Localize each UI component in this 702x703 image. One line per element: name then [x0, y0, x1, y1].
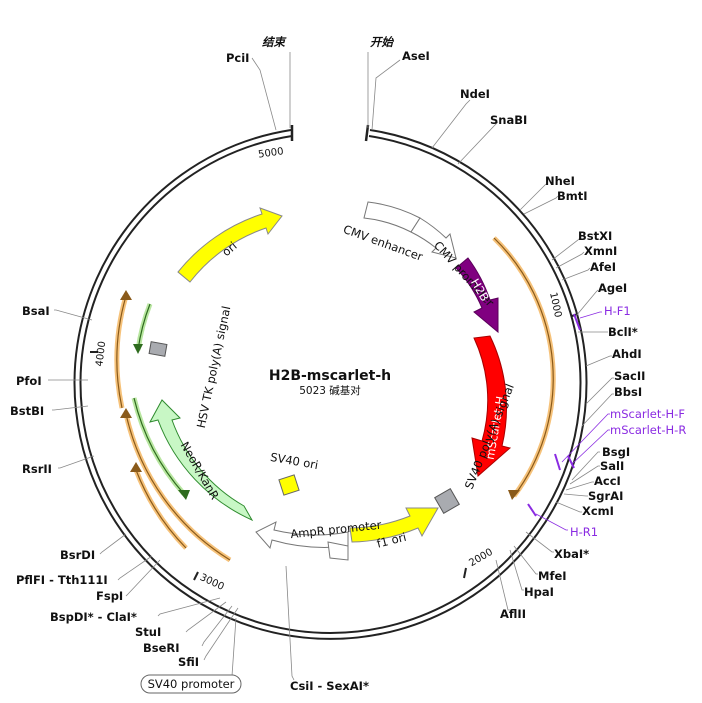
site-bsai: BsaI — [22, 304, 50, 318]
track-left-green-1 — [135, 303, 153, 351]
site-rsrii: RsrII — [22, 462, 52, 476]
origin-label-end: 结束 — [262, 35, 287, 49]
origin-label-start: 开始 — [370, 35, 394, 49]
features — [148, 201, 512, 561]
feature-cmv-enhancer — [363, 201, 421, 233]
site-sacii: SacII — [614, 369, 645, 383]
site-bcli: BclI* — [608, 325, 638, 339]
track-mscarlet-cds-core — [493, 237, 554, 497]
site-sali: SalI — [600, 459, 624, 473]
restriction-sites: AseI NdeI SnaBI NheI BmtI BstXI XmnI Afe… — [10, 49, 645, 693]
tick-2000: 2000 — [467, 547, 495, 569]
primer-marks — [527, 313, 581, 517]
site-mfei: MfeI — [538, 569, 567, 583]
track-mscarlet-arrowhead — [508, 490, 520, 500]
site-stui: StuI — [135, 625, 161, 639]
annotation-tracks — [114, 236, 556, 563]
primers: H-F1 mScarlet-H-F mScarlet-H-R H-R1 — [570, 304, 686, 539]
feature-ampr-promoter-small — [327, 541, 349, 561]
plasmid-title: H2B-mscarlet-h — [269, 368, 391, 384]
site-bbsi: BbsI — [614, 385, 642, 399]
primer-mscarlet-h-r: mScarlet-H-R — [610, 423, 686, 437]
site-fspi: FspI — [96, 589, 123, 603]
primer-leaders — [535, 311, 610, 531]
site-sfii: SfiI — [178, 655, 199, 669]
tick-1000: 1000 — [547, 291, 563, 318]
feature-mscarlet-h — [471, 335, 512, 477]
feature-h2b — [455, 257, 499, 334]
site-xmni: XmnI — [584, 244, 617, 258]
site-xbai: XbaI* — [554, 547, 589, 561]
site-pcii: PciI — [226, 51, 249, 65]
site-csii-sexai: CsiI - SexAI* — [290, 679, 369, 693]
feature-sv40-polya — [434, 488, 460, 514]
site-aflii: AflII — [500, 607, 526, 621]
site-nhei: NheI — [545, 174, 575, 188]
site-agei: AgeI — [598, 281, 627, 295]
label-hsv-tk-polya: HSV TK poly(A) signal — [194, 305, 234, 430]
site-leaders — [48, 57, 614, 681]
tick-3000: 3000 — [198, 572, 226, 593]
plasmid-size: 5023 碱基对 — [299, 384, 361, 397]
site-hpai: HpaI — [524, 585, 554, 599]
primer-h-f1: H-F1 — [604, 304, 631, 318]
site-acci: AccI — [594, 474, 621, 488]
site-bstbi: BstBI — [10, 404, 44, 418]
site-bmti: BmtI — [557, 189, 588, 203]
feature-ampr-promoter — [255, 521, 349, 550]
label-sv40-ori: SV40 ori — [269, 450, 319, 472]
sv40-promoter-label: SV40 promoter — [148, 677, 235, 691]
feature-sv40-ori — [278, 474, 300, 496]
feature-f1-ori — [349, 507, 439, 543]
site-ndei: NdeI — [460, 87, 490, 101]
backbone-inner — [79, 135, 582, 635]
site-bsrdi: BsrDI — [60, 548, 95, 562]
site-bsgi: BsgI — [602, 445, 630, 459]
track-mscarlet-cds — [492, 236, 556, 498]
feature-hsv-tk-polya — [148, 341, 168, 357]
site-asei: AseI — [402, 49, 430, 63]
site-pfoi: PfoI — [16, 374, 42, 388]
site-pflfi-tth111i: PflFI - Tth111I — [16, 573, 108, 587]
site-xcmi: XcmI — [582, 504, 614, 518]
sv40-promoter-callout: SV40 promoter — [140, 674, 242, 694]
site-snabi: SnaBI — [490, 113, 527, 127]
site-bspdi-clai: BspDI* - ClaI* — [50, 610, 137, 624]
site-bseri: BseRI — [143, 641, 180, 655]
tick-5000: 5000 — [258, 146, 285, 160]
site-sgrai: SgrAI — [588, 489, 623, 503]
backbone-outer — [73, 129, 588, 640]
tick-4000: 4000 — [94, 341, 108, 368]
site-afei: AfeI — [590, 260, 616, 274]
site-bstxi: BstXI — [578, 229, 612, 243]
track-left-orange-3 — [133, 469, 188, 550]
primer-mscarlet-h-f: mScarlet-H-F — [610, 407, 685, 421]
primer-h-r1: H-R1 — [570, 525, 598, 539]
site-ahdi: AhdI — [612, 347, 642, 361]
feature-cmv-promoter — [410, 217, 457, 259]
sv40-promoter-box — [140, 674, 242, 694]
feature-ori — [177, 207, 283, 283]
feature-neor-kanr — [149, 399, 254, 522]
